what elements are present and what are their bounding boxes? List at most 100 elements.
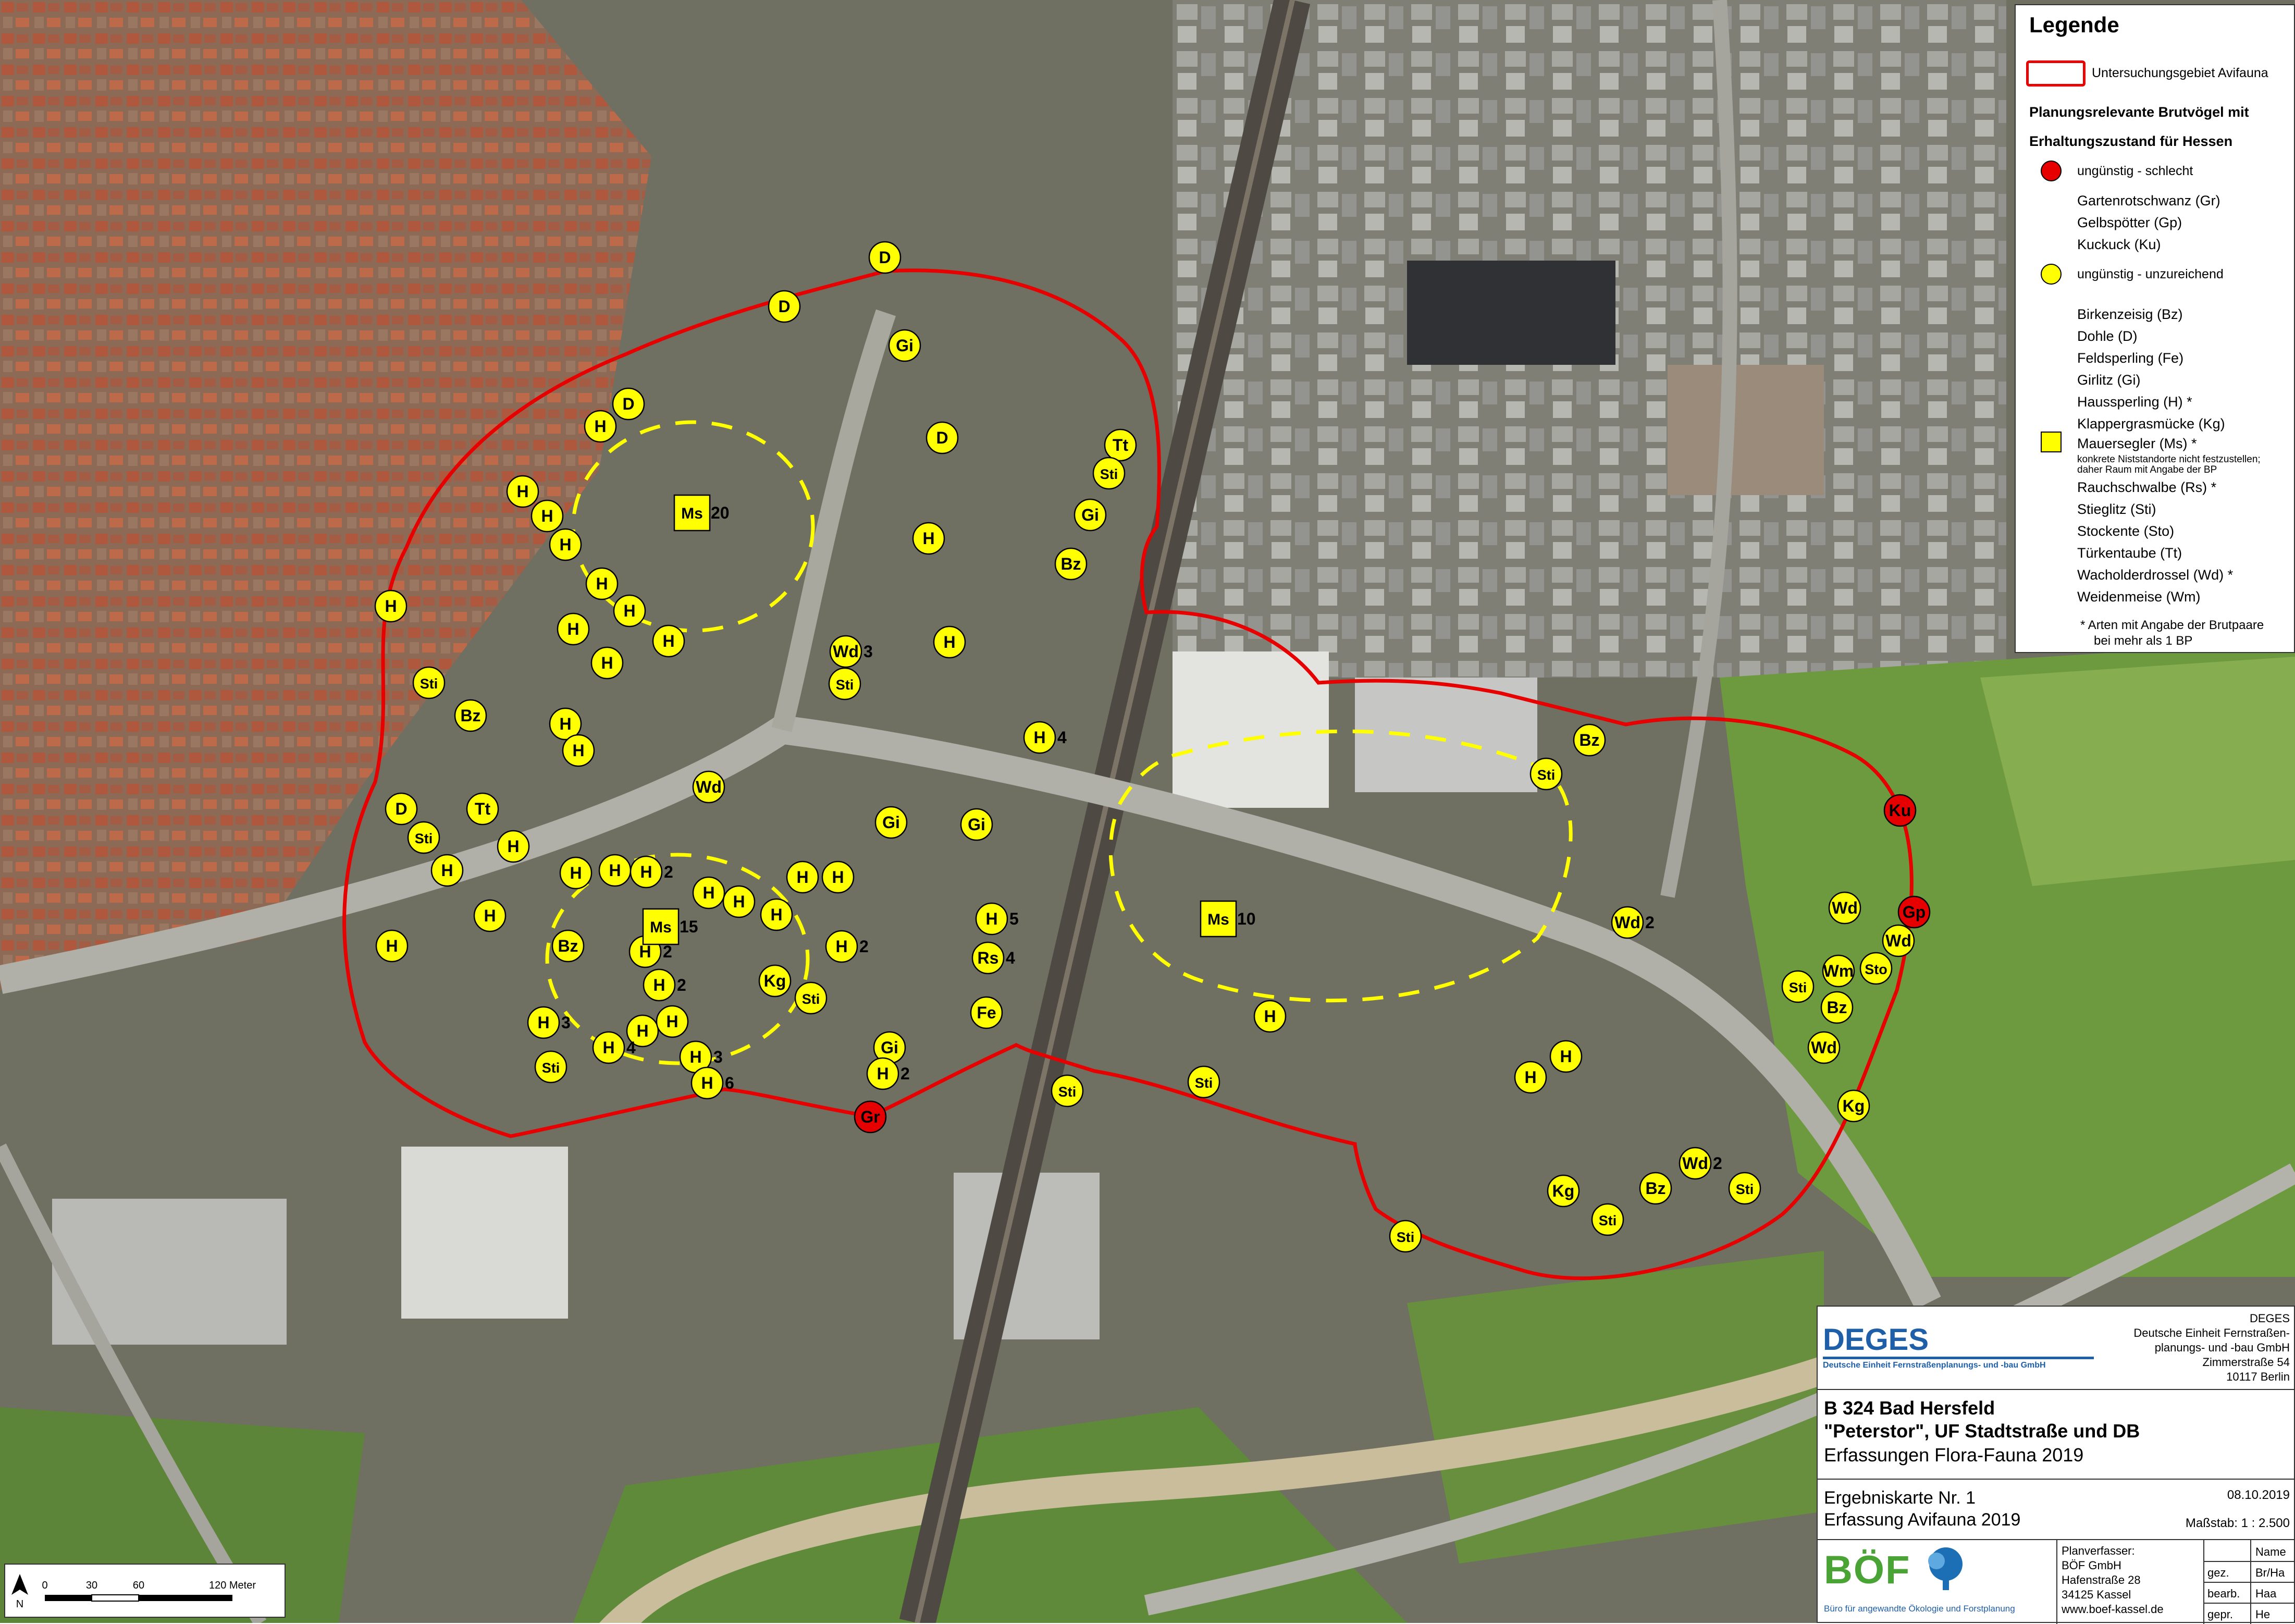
marker-h: H bbox=[497, 830, 530, 863]
marker-label: Rs bbox=[978, 949, 999, 967]
marker-h: H bbox=[590, 646, 624, 680]
marker-bz: Bz bbox=[1573, 723, 1606, 757]
north-arrow-icon: N bbox=[11, 1574, 28, 1610]
marker-bz: Bz bbox=[1820, 991, 1854, 1024]
marker-count: 6 bbox=[725, 1074, 734, 1092]
project-line-1: B 324 Bad Hersfeld bbox=[1824, 1397, 1995, 1419]
plan-scale: Maßstab: 1 : 2.500 bbox=[2185, 1516, 2290, 1530]
swift-area-3 bbox=[1108, 729, 1573, 1003]
marker-label: Wd bbox=[1682, 1154, 1708, 1173]
marker-label: H bbox=[385, 597, 397, 616]
marker-label: Sto bbox=[1865, 962, 1887, 977]
species-gr: Gartenrotschwanz (Gr) bbox=[2077, 193, 2220, 208]
marker-h: H bbox=[549, 528, 582, 561]
marker-label: Kg bbox=[764, 971, 786, 990]
marker-label: Wd bbox=[833, 642, 859, 661]
marker-sti: Sti bbox=[407, 821, 440, 854]
sign-role-2: bearb. bbox=[2207, 1587, 2240, 1600]
marker-h: H bbox=[473, 899, 507, 932]
marker-h: H bbox=[912, 522, 945, 555]
marker-gr: Gr bbox=[854, 1100, 887, 1134]
scale-label-0: 0 bbox=[42, 1580, 47, 1591]
marker-label: Wm bbox=[1823, 962, 1854, 980]
marker-h: H bbox=[722, 885, 756, 918]
marker-label: Sti bbox=[1537, 767, 1556, 783]
marker-sti: Sti bbox=[794, 981, 828, 1015]
sign-divider-1 bbox=[2203, 1561, 2294, 1562]
marker-label: H bbox=[570, 864, 582, 882]
title-divider-2 bbox=[1818, 1479, 2294, 1480]
marker-bz: Bz bbox=[1054, 547, 1088, 581]
marker-h: H bbox=[692, 876, 725, 909]
marker-h: H bbox=[656, 1005, 689, 1038]
marker-kg: Kg bbox=[1837, 1089, 1870, 1123]
marker-wd: Wd bbox=[1882, 924, 1915, 957]
marker-gi: Gi bbox=[1074, 498, 1107, 532]
scale-label-60: 60 bbox=[133, 1580, 144, 1591]
species-kg: Klappergrasmücke (Kg) bbox=[2077, 416, 2225, 432]
species-gp: Gelbspötter (Gp) bbox=[2077, 215, 2182, 230]
marker-label: H bbox=[507, 837, 519, 856]
marker-label: Sti bbox=[1195, 1075, 1213, 1091]
sign-header: Name bbox=[2255, 1545, 2286, 1558]
marker-label: H bbox=[943, 633, 955, 651]
marker-label: Sti bbox=[1397, 1229, 1415, 1245]
marker-h: H bbox=[598, 854, 632, 887]
marker-label: Sti bbox=[542, 1060, 560, 1076]
marker-label: H bbox=[770, 905, 782, 924]
marker-label: H bbox=[639, 942, 651, 961]
marker-gi: Gi bbox=[960, 808, 993, 841]
marker-label: Sti bbox=[420, 676, 438, 692]
marker-wd: Wd bbox=[1828, 891, 1861, 925]
marker-label: Tt bbox=[475, 799, 491, 818]
swift-area-2 bbox=[545, 853, 810, 1065]
author-line-3: 34125 Kassel bbox=[2062, 1588, 2131, 1601]
boef-logo: BÖF bbox=[1824, 1548, 1911, 1592]
swift-swatch bbox=[2041, 432, 2062, 452]
marker-label: H bbox=[609, 861, 621, 880]
marker-h: H bbox=[652, 624, 685, 658]
species-d: Dohle (D) bbox=[2077, 328, 2138, 344]
marker-gi: Gi bbox=[888, 329, 921, 362]
species-bz: Birkenzeisig (Bz) bbox=[2077, 306, 2183, 322]
marker-label: H bbox=[1264, 1007, 1276, 1026]
inadequate-status-label: ungünstig - unzureichend bbox=[2077, 267, 2224, 281]
footnote-1: * Arten mit Angabe der Brutpaare bbox=[2080, 618, 2264, 632]
marker-label: Gi bbox=[882, 813, 900, 832]
marker-tt: Tt bbox=[466, 792, 499, 826]
marker-label: H bbox=[877, 1064, 889, 1083]
project-line-3: Erfassungen Flora-Fauna 2019 bbox=[1824, 1444, 2084, 1466]
marker-label: H bbox=[653, 976, 665, 994]
marker-label: H bbox=[796, 868, 808, 887]
marker-h: H bbox=[585, 567, 619, 600]
marker-label: Gi bbox=[881, 1038, 898, 1057]
marker-label: Kg bbox=[1843, 1097, 1865, 1115]
client-line-5: 10117 Berlin bbox=[2226, 1370, 2290, 1383]
swift-note-2: daher Raum mit Angabe der BP bbox=[2077, 464, 2217, 475]
marker-h: H bbox=[430, 854, 464, 887]
marker-count: 3 bbox=[561, 1013, 571, 1032]
swift-note-1: konkrete Niststandorte nicht festzustell… bbox=[2077, 454, 2261, 465]
marker-label: H bbox=[386, 937, 398, 955]
marker-label: H bbox=[733, 892, 745, 911]
marker-label: Ms bbox=[1207, 911, 1229, 928]
marker-label: H bbox=[701, 1074, 713, 1092]
marker-label: H bbox=[602, 1038, 614, 1057]
species-wd: Wacholderdrossel (Wd) * bbox=[2077, 567, 2234, 583]
title-divider-v1 bbox=[2056, 1539, 2057, 1624]
marker-label: Wd bbox=[1885, 931, 1911, 950]
marker-label: H bbox=[567, 620, 579, 638]
title-divider-3 bbox=[1818, 1539, 2294, 1540]
inadequate-status-swatch bbox=[2041, 264, 2062, 285]
marker-label: H bbox=[559, 715, 571, 733]
marker-h: H bbox=[557, 612, 590, 646]
marker-h: H bbox=[786, 860, 819, 894]
marker-label: Bz bbox=[1645, 1179, 1665, 1198]
marker-h: H bbox=[549, 707, 582, 741]
legend-title: Legende bbox=[2029, 13, 2119, 37]
marker-gi: Gi bbox=[873, 1031, 906, 1064]
marker-h: H bbox=[530, 499, 564, 533]
study-area-swatch bbox=[2026, 60, 2086, 87]
